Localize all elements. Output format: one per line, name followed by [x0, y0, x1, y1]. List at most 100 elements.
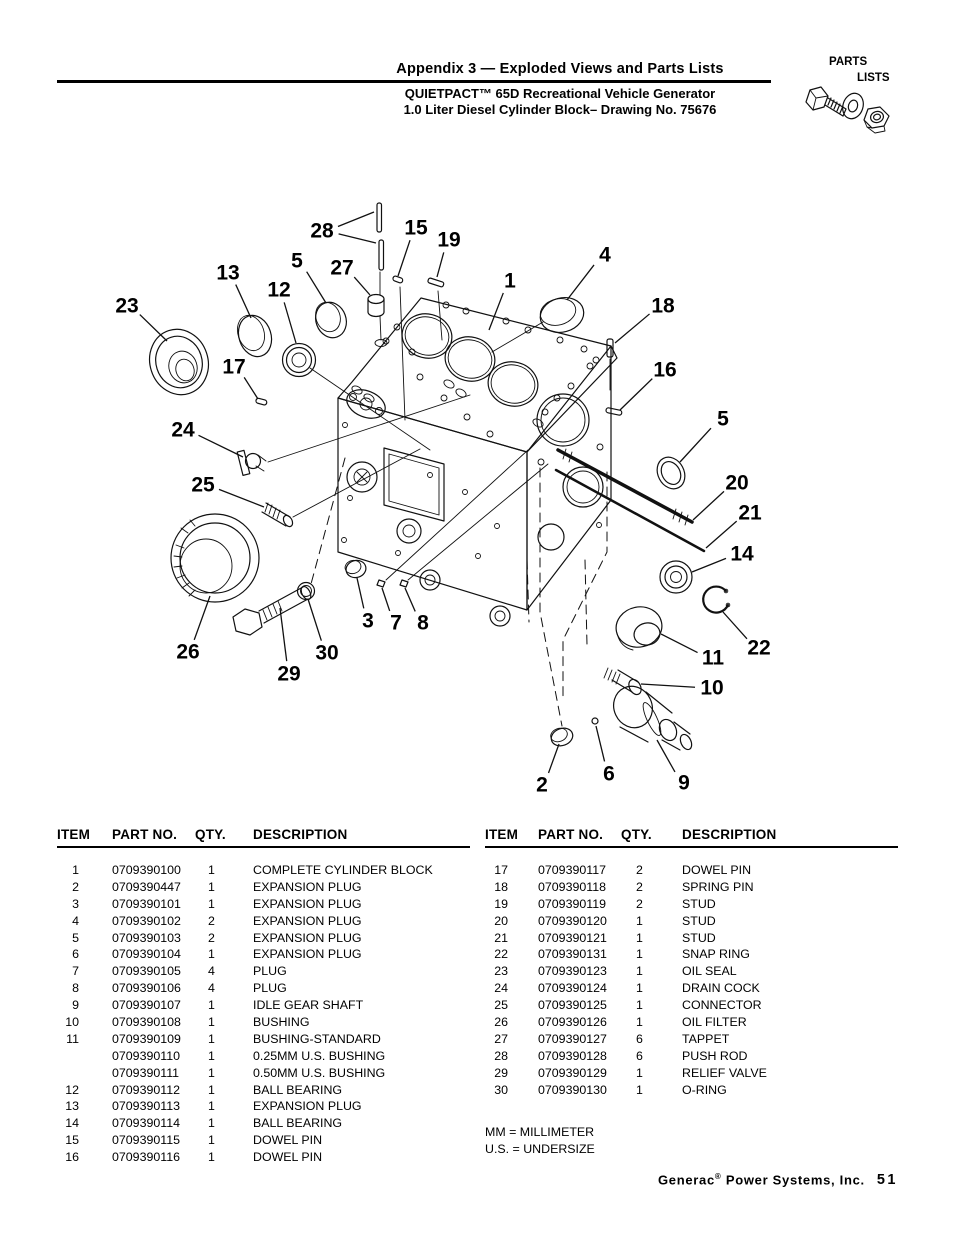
callout-12: 12 [267, 279, 290, 302]
cell-item: 21 [494, 930, 508, 945]
callout-24: 24 [171, 419, 195, 442]
leader-line [198, 434, 244, 458]
leader-line [307, 598, 322, 641]
cell-part-no: 0709390113 [112, 1099, 180, 1114]
cell-part-no: 0709390123 [538, 964, 607, 979]
leader-line [381, 587, 391, 612]
cell-qty: 1 [636, 947, 643, 962]
callout-13: 13 [216, 262, 239, 285]
cell-part-no: 0709390101 [112, 896, 181, 911]
cell-item: 12 [65, 1082, 79, 1097]
cell-description: STUD [682, 913, 716, 928]
cell-item: 28 [494, 1048, 508, 1063]
cell-item: 30 [494, 1082, 508, 1097]
idle-gear-shaft-drawing [613, 685, 693, 751]
note-us: U.S. = UNDERSIZE [485, 1142, 595, 1157]
cell-qty: 1 [636, 913, 643, 928]
cell-part-no: 0709390114 [112, 1116, 180, 1131]
col-qty: QTY. [621, 827, 652, 842]
cell-item: 14 [65, 1116, 79, 1131]
cell-item: 19 [494, 896, 508, 911]
leader-line [337, 211, 375, 228]
cell-description: DRAIN COCK [682, 981, 760, 996]
cell-part-no: 0709390119 [538, 896, 606, 911]
footer-company: Power Systems, Inc. [721, 1172, 865, 1188]
callout-30: 30 [315, 642, 338, 665]
cell-part-no: 0709390116 [112, 1150, 180, 1165]
cell-part-no: 0709390126 [538, 1015, 607, 1030]
cell-description: BALL BEARING [253, 1116, 343, 1131]
leader-line [356, 577, 365, 609]
callout-6: 6 [603, 763, 615, 786]
logo-text-parts: PARTS [829, 56, 868, 68]
leader-line [722, 611, 748, 640]
cell-item: 25 [494, 998, 508, 1013]
cell-item: 27 [494, 1031, 508, 1046]
cell-description: STUD [682, 896, 716, 911]
oil-filter-drawing [170, 513, 260, 603]
cell-item: 22 [494, 947, 508, 962]
callout-2: 2 [536, 774, 548, 797]
threaded-bushing-drawing [603, 667, 642, 696]
cell-description: PLUG [253, 964, 287, 979]
callout-26: 26 [176, 641, 199, 664]
cell-qty: 6 [636, 1031, 643, 1046]
leader-line [218, 488, 265, 508]
cell-qty: 4 [208, 964, 215, 979]
table-row: 19 0709390119 2 STUD [485, 896, 898, 913]
cell-qty: 1 [636, 1082, 643, 1097]
cell-qty: 1 [636, 998, 643, 1013]
cell-item: 1 [72, 863, 79, 877]
bushing-drawing [615, 606, 663, 651]
cell-description: TAPPET [682, 1031, 730, 1046]
cell-item: 11 [66, 1031, 79, 1046]
cell-part-no: 0709390115 [112, 1133, 180, 1148]
cell-item [57, 1048, 112, 1065]
page-title: Appendix 3 — Exploded Views and Parts Li… [396, 61, 724, 77]
cell-item: 13 [65, 1099, 79, 1114]
callout-27: 27 [330, 257, 353, 280]
cell-qty: 2 [636, 896, 643, 911]
generator-model-subtitle: QUIETPACT™ 65D Recreational Vehicle Gene… [404, 86, 716, 101]
callout-9: 9 [678, 772, 690, 795]
callout-5: 5 [291, 250, 303, 273]
parts-lists-logo: PARTS LISTS [795, 40, 920, 145]
col-part-no: PART NO. [538, 827, 604, 842]
cell-description: PLUG [253, 981, 287, 996]
col-item: ITEM [57, 827, 91, 842]
cell-part-no: 0709390120 [538, 913, 607, 928]
leader-line [235, 284, 252, 319]
cell-part-no: 0709390125 [538, 998, 607, 1013]
col-description: DESCRIPTION [253, 827, 348, 842]
cell-item: 26 [494, 1015, 508, 1030]
leader-line [139, 314, 168, 342]
cell-qty: 1 [208, 1133, 215, 1148]
col-part-no: PART NO. [112, 827, 178, 842]
tappet-drawing [367, 293, 385, 318]
cell-item: 6 [72, 947, 79, 962]
leader-line [566, 264, 595, 301]
leader-line [243, 377, 259, 400]
cell-description: DOWEL PIN [253, 1133, 323, 1148]
cell-description: EXPANSION PLUG [253, 913, 362, 928]
cell-description: IDLE GEAR SHAFT [253, 998, 364, 1013]
cell-item [57, 1065, 112, 1082]
cell-description: EXPANSION PLUG [253, 879, 362, 894]
cell-qty: 1 [636, 930, 643, 945]
cell-qty: 2 [208, 930, 215, 945]
callout-1: 1 [504, 270, 516, 293]
cell-part-no: 0709390131 [538, 947, 607, 962]
cell-qty: 1 [208, 896, 215, 911]
cell-item: 23 [494, 964, 508, 979]
leader-line [338, 233, 377, 244]
cell-description: EXPANSION PLUG [253, 1099, 362, 1114]
